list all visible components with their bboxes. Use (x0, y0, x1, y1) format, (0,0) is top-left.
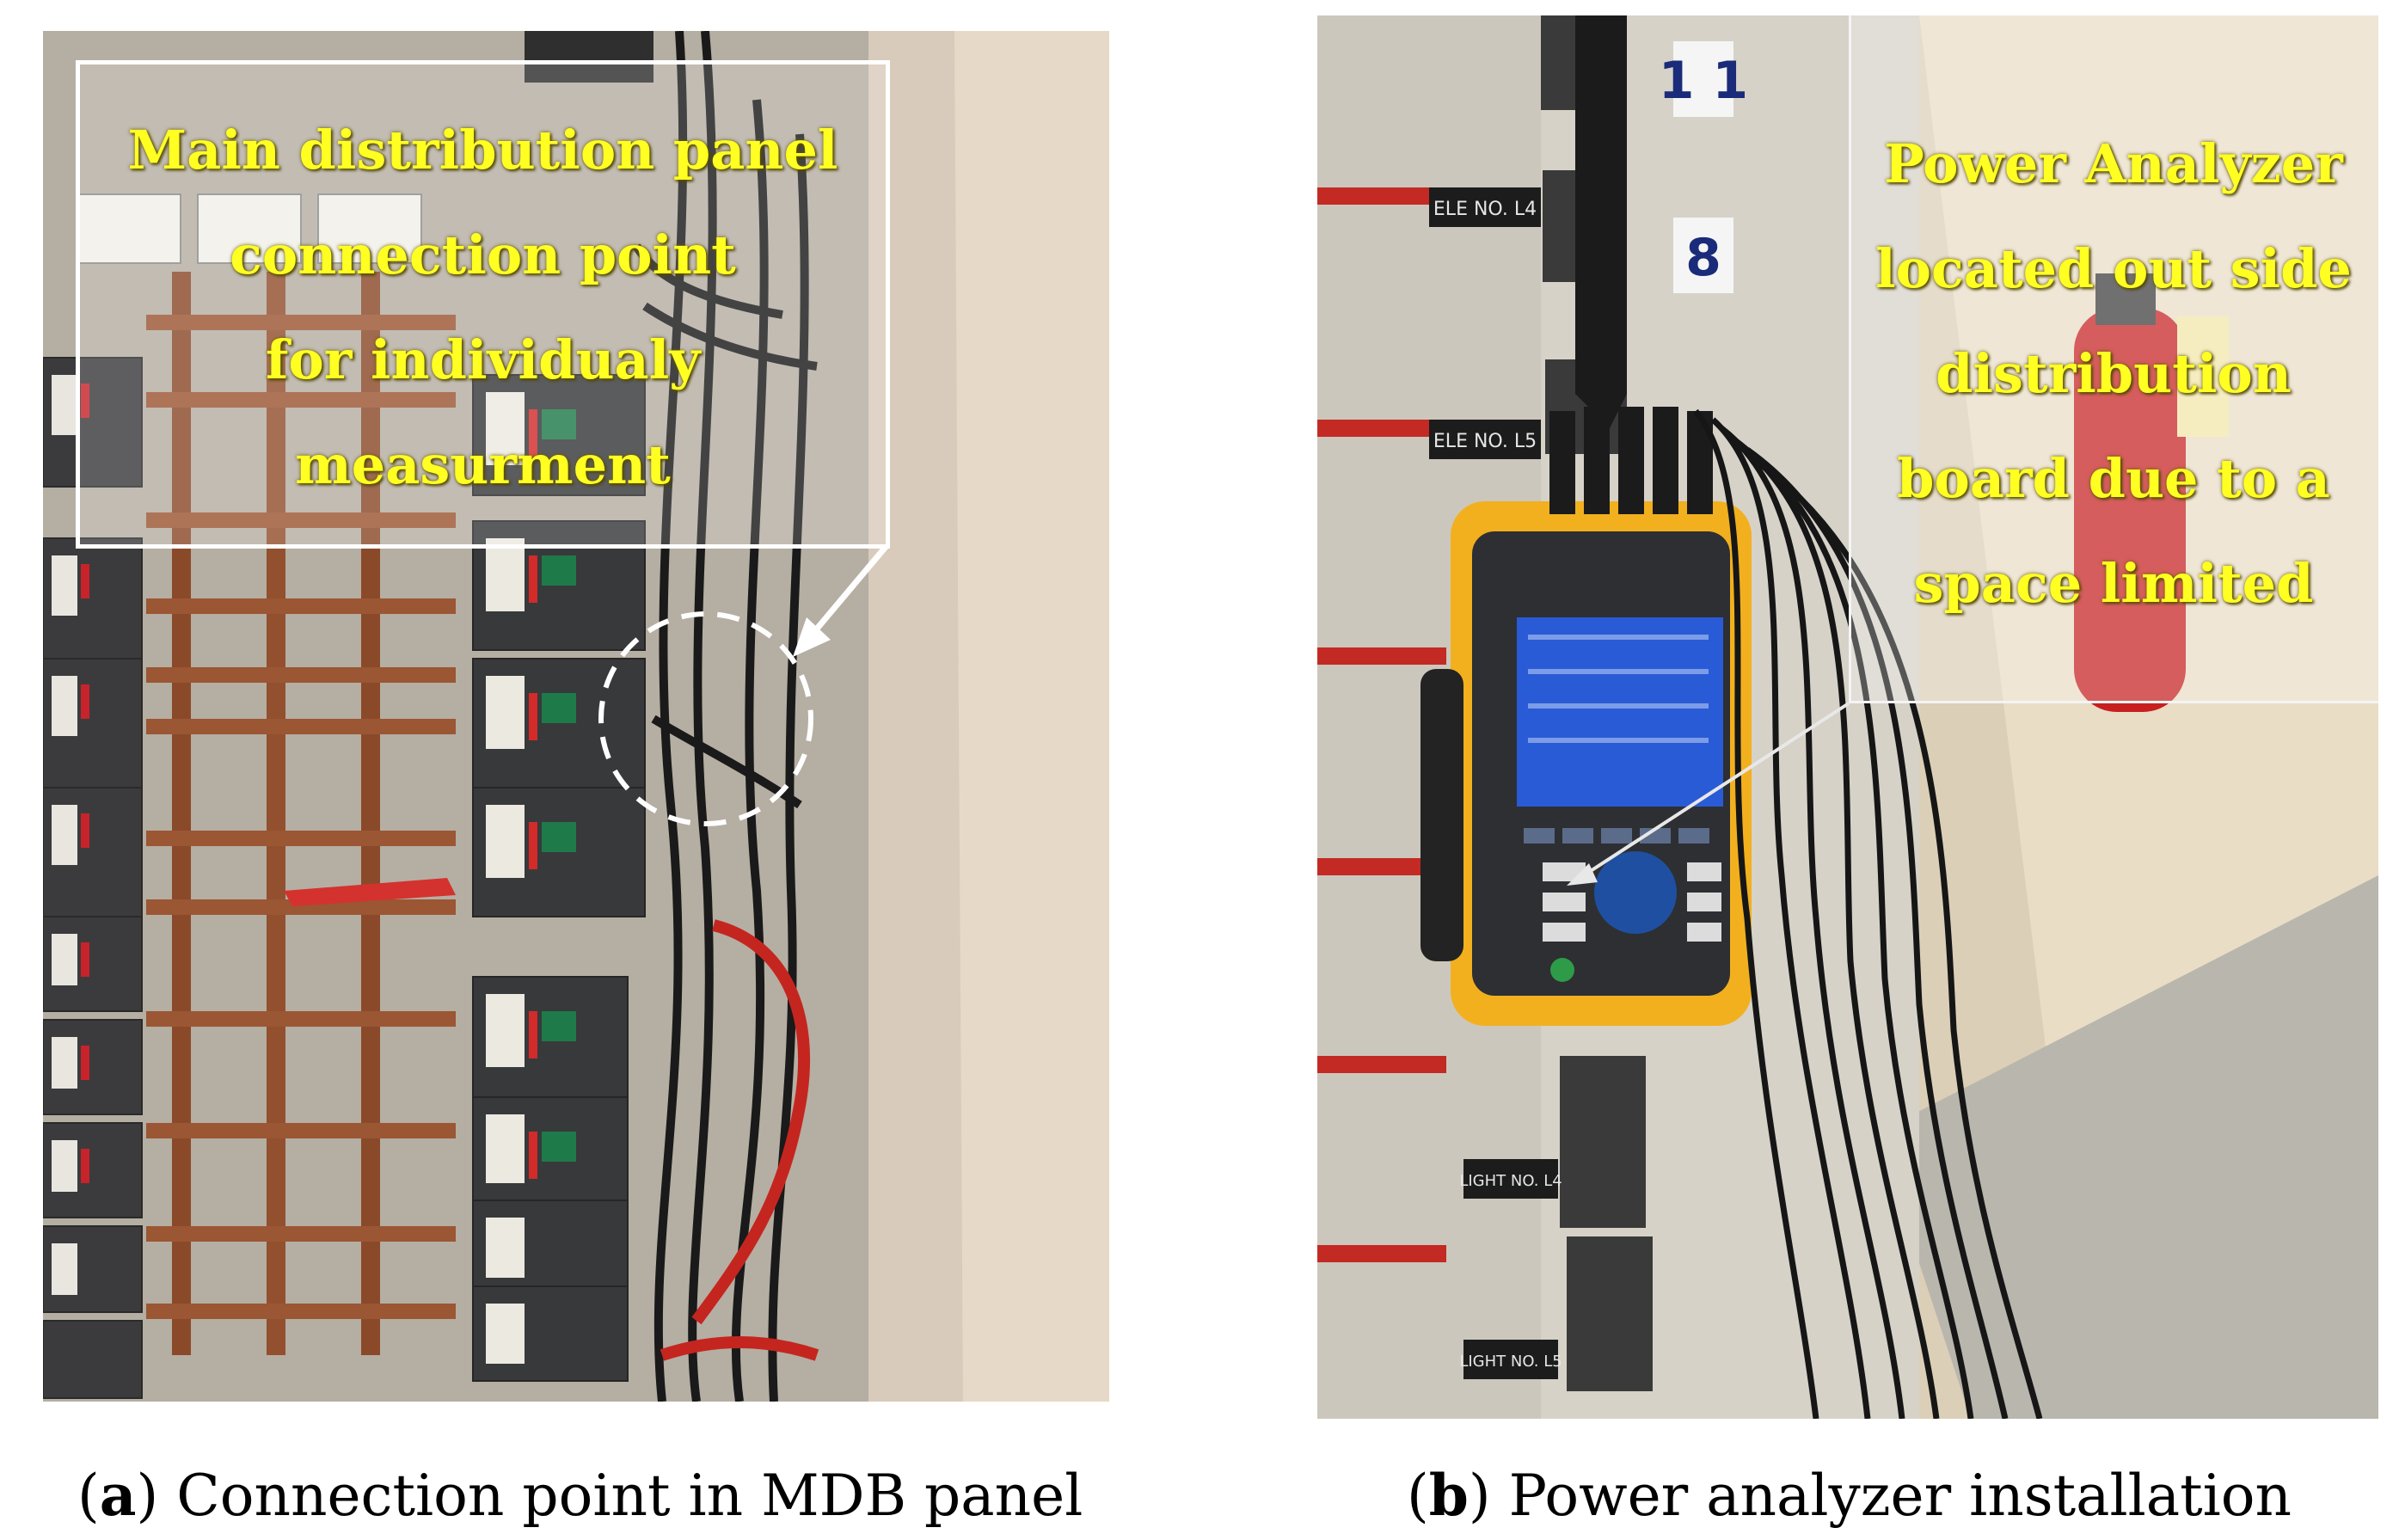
caption-letter: b (1428, 1462, 1469, 1529)
callout-line: located out side (1875, 237, 2352, 300)
power-analyzer-illustration: 1 1 8 ELE NO. L4 ELE NO. L5 LIGHT NO. L4… (1317, 15, 2378, 1419)
caption-letter: a (99, 1462, 137, 1529)
callout-box-mdb (76, 60, 890, 549)
arrow-head (793, 617, 831, 657)
slot-number-11: 1 1 (1659, 51, 1748, 111)
callout-text-analyzer: Power Analyzer located out side distribu… (1849, 112, 2378, 636)
callout-line: connection point (230, 224, 736, 286)
slot-number-8: 8 (1685, 228, 1721, 288)
callout-text-mdb: Main distribution panel connection point… (76, 98, 890, 518)
caption-text: Connection point in MDB panel (176, 1463, 1083, 1529)
callout-line: Main distribution panel (127, 119, 838, 181)
callout-line: for individualy (265, 328, 701, 391)
callout-line: measurment (295, 433, 671, 496)
caption-text: Power analyzer installation (1508, 1463, 2292, 1529)
callout-box-analyzer (1849, 15, 2378, 703)
callout-line: board due to a (1897, 447, 2330, 510)
label-ele-l5: ELE NO. L5 (1433, 431, 1537, 452)
label-ele-l4: ELE NO. L4 (1433, 199, 1537, 220)
connection-point-circle (598, 611, 813, 826)
caption-b: (b) Power analyzer installation (1407, 1462, 2292, 1529)
callout-line: Power Analyzer (1884, 132, 2343, 195)
analyzer-screen (1517, 617, 1723, 807)
callout-line: distribution (1936, 342, 2292, 405)
fire-extinguisher (2074, 308, 2186, 712)
photo-mdb-panel: Main distribution panel connection point… (43, 31, 1109, 1402)
callout-line: space limited (1913, 552, 2314, 615)
analyzer-pointer-arrow (1567, 863, 1598, 886)
photo-power-analyzer: 1 1 8 ELE NO. L4 ELE NO. L5 LIGHT NO. L4… (1317, 15, 2378, 1419)
caption-a: (a) Connection point in MDB panel (77, 1462, 1083, 1529)
mdb-panel-illustration (43, 31, 1109, 1402)
label-light-l5: LIGHT NO. L5 (1459, 1353, 1562, 1371)
label-light-l4: LIGHT NO. L4 (1459, 1172, 1562, 1190)
